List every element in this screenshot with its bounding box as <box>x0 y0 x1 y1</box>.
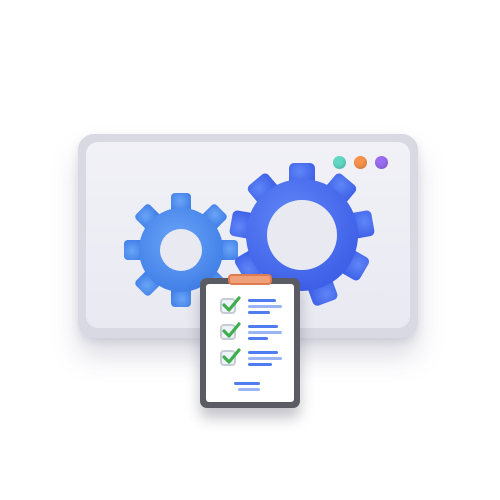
text-line <box>248 351 278 354</box>
signature-line <box>234 382 260 385</box>
clipboard-paper <box>206 284 294 402</box>
checkbox-icon <box>220 298 236 314</box>
window-dot-orange <box>354 156 367 169</box>
text-line <box>248 311 270 314</box>
window-dot-purple <box>375 156 388 169</box>
checklist-item <box>220 348 294 368</box>
signature-line <box>238 388 260 391</box>
checkmark-icon <box>222 322 241 338</box>
text-line <box>248 331 282 334</box>
text-line <box>248 325 278 328</box>
text-line <box>248 337 268 340</box>
checkbox-icon <box>220 324 236 340</box>
checkmark-icon <box>222 348 241 364</box>
checklist-item <box>220 322 294 342</box>
text-line <box>248 299 276 302</box>
checkbox-icon <box>220 350 236 366</box>
text-line <box>248 363 272 366</box>
text-line <box>248 357 282 360</box>
window-dot-teal <box>333 156 346 169</box>
clipboard-clip <box>228 274 272 285</box>
checklist-clipboard <box>200 274 300 408</box>
window-controls <box>333 156 388 169</box>
checkmark-icon <box>222 296 241 312</box>
text-line <box>248 305 282 308</box>
checklist-item <box>220 296 294 316</box>
